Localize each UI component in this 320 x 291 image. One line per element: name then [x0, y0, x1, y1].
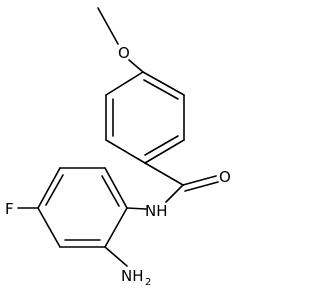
ring-a-bond-1-inner [143, 79, 179, 100]
carbonyl-oxygen-label: O [219, 168, 231, 186]
ring-b-bond-6 [104, 207, 128, 248]
amide-nitrogen-label: NH [145, 202, 168, 220]
ether-bond [128, 59, 144, 73]
ether-oxygen-label: O [118, 44, 130, 62]
carbonyl-double-bond-2 [184, 181, 219, 192]
fluorine-label: F [5, 200, 14, 218]
ring-a-bond-6 [105, 71, 144, 96]
ring-b-bond-3-inner [45, 174, 64, 206]
carbonyl-to-n-bond [165, 184, 184, 203]
ring-b-bond-4 [37, 207, 61, 248]
n-to-ring-bond [126, 207, 147, 210]
ring-a-bond-1 [142, 71, 185, 96]
ring-to-carbonyl-bond [144, 162, 184, 186]
ring-a-bond-4 [105, 139, 146, 164]
ring-b-bond-1-inner [101, 175, 120, 207]
amino-bond [104, 246, 128, 267]
carbonyl-double-bond-1 [182, 175, 217, 186]
ring-a-bond-3 [144, 139, 185, 164]
ring-a-bond-3-inner [144, 135, 179, 156]
amino-subscript: 2 [145, 277, 151, 288]
amino-label: NH [121, 267, 144, 285]
structure-diagram: O O NH F NH 2 [5, 7, 231, 288]
methyl-bond [97, 7, 119, 45]
ring-b-bond-1 [104, 167, 128, 209]
ring-b-bond-3 [37, 167, 61, 209]
